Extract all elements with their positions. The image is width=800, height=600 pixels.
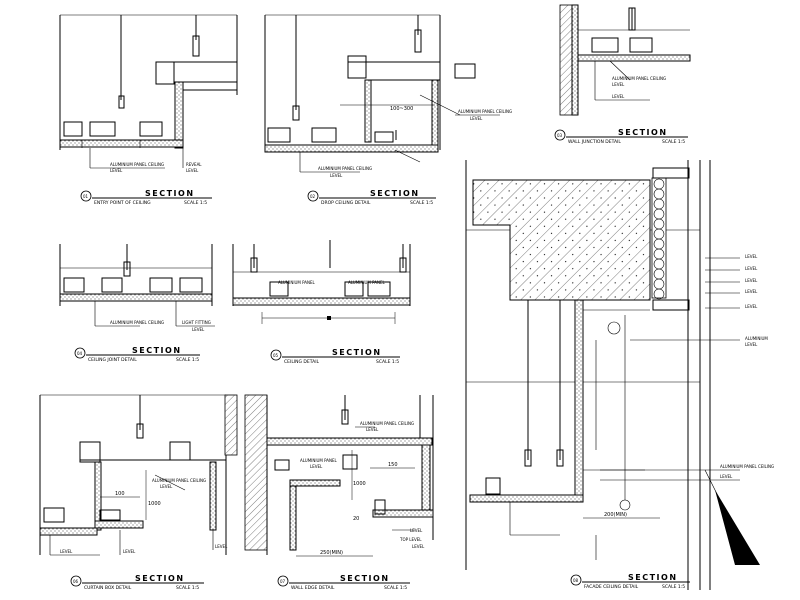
corner-fold-mark	[715, 490, 760, 565]
d5-subtitle: CEILING DETAIL	[284, 359, 320, 365]
d2-dim-0: 100~300	[390, 106, 413, 112]
d7-label-5: TOP LEVEL	[399, 537, 422, 542]
d7-title: SECTION	[340, 574, 390, 583]
detail-8: LEVEL LEVEL LEVEL LEVEL LEVEL ALUMINIUM …	[465, 160, 774, 590]
d4-label-1: LIGHT FITTING	[182, 320, 211, 325]
d8-scale: SCALE 1:5	[662, 584, 685, 590]
detail-3: ALUMINIUM PANEL CEILING LEVEL LEVEL 03 S…	[554, 4, 691, 145]
d2-subtitle: DROP CEILING DETAIL	[321, 200, 371, 206]
d3-label-0: ALUMINIUM PANEL CEILING	[612, 76, 666, 81]
detail-6: 100 1000 ALUMINIUM PANEL CEILING LEVEL L…	[39, 394, 228, 591]
d8-label-0: LEVEL	[745, 254, 758, 259]
d6-label-4: LEVEL	[215, 544, 228, 549]
d3-bubble: 03	[557, 133, 563, 138]
detail-1: ALUMINIUM PANEL CEILING LEVEL REVEAL LEV…	[59, 14, 238, 206]
d1-label-3: LEVEL	[186, 168, 199, 173]
d7-label-1: LEVEL	[366, 427, 379, 432]
d8-label-7: ALUMINIUM PANEL CEILING	[720, 464, 774, 469]
d5-label-1: ALUMINIUM PANEL	[348, 280, 386, 285]
d1-scale: SCALE 1:5	[184, 200, 207, 206]
d1-label-1: LEVEL	[110, 168, 123, 173]
d8-insulation	[653, 178, 665, 300]
d8-label-5: ALUMINIUM	[745, 336, 768, 341]
d2-scale: SCALE 1:5	[410, 200, 433, 206]
d1-label-0: ALUMINIUM PANEL CEILING	[110, 162, 164, 167]
d4-subtitle: CEILING JOINT DETAIL	[88, 357, 137, 363]
d7-bubble: 07	[280, 579, 286, 584]
d6-bubble: 06	[73, 579, 79, 584]
d4-bubble: 04	[77, 351, 83, 356]
d7-label-0: ALUMINIUM PANEL CEILING	[360, 421, 414, 426]
d6-dim-0: 100	[115, 491, 125, 497]
detail-4: ALUMINIUM PANEL CEILING LIGHT FITTING LE…	[59, 244, 215, 363]
d7-dim-0: 150	[388, 462, 398, 468]
d6-subtitle: CURTAIN BOX DETAIL	[84, 585, 132, 591]
d2-bubble: 02	[310, 194, 316, 199]
d6-label-2: LEVEL	[60, 549, 73, 554]
d7-scale: SCALE 1:5	[384, 585, 407, 591]
d7-dim-1: 1000	[353, 481, 366, 487]
d6-title: SECTION	[135, 574, 185, 583]
d6-label-0: ALUMINIUM PANEL CEILING	[152, 478, 206, 483]
d3-subtitle: WALL JUNCTION DETAIL	[568, 139, 621, 145]
d4-title: SECTION	[132, 346, 182, 355]
d7-dim-2: 20	[353, 516, 359, 522]
d4-label-2: LEVEL	[192, 327, 205, 332]
d1-label-2: REVEAL	[186, 162, 202, 167]
d8-label-1: LEVEL	[745, 266, 758, 271]
d7-dim-3: 250(MIN)	[320, 550, 343, 556]
d7-label-4: LEVEL	[410, 528, 423, 533]
d2-title: SECTION	[370, 189, 420, 198]
detail-5: ALUMINIUM PANEL ALUMINIUM PANEL 05 SECTI…	[232, 240, 411, 365]
d7-label-3: LEVEL	[310, 464, 323, 469]
d1-bubble: 01	[83, 194, 89, 199]
d5-bubble: 05	[273, 353, 279, 358]
d3-label-2: LEVEL	[612, 94, 625, 99]
d8-label-4: LEVEL	[745, 304, 758, 309]
d4-label-0: ALUMINIUM PANEL CEILING	[110, 320, 164, 325]
d6-label-1: LEVEL	[160, 484, 173, 489]
d2-label-0: ALUMINIUM PANEL CEILING	[318, 166, 372, 171]
d5-label-0: ALUMINIUM PANEL	[278, 280, 316, 285]
d3-title: SECTION	[618, 128, 668, 137]
d2-label-1: LEVEL	[330, 173, 343, 178]
d8-label-8: LEVEL	[720, 474, 733, 479]
d8-label-6: LEVEL	[745, 342, 758, 347]
d2-label-2: ALUMINIUM PANEL CEILING	[458, 109, 512, 114]
d2-label-3: LEVEL	[470, 116, 483, 121]
d6-dim-1: 1000	[148, 501, 161, 507]
d5-scale: SCALE 1:5	[376, 359, 399, 365]
d8-dim-0: 200(MIN)	[604, 512, 627, 518]
d8-title: SECTION	[628, 573, 678, 582]
d6-scale: SCALE 1:5	[176, 585, 199, 591]
detail-2: 100~300 ALUMINIUM PANEL CEILING LEVEL AL…	[264, 14, 512, 206]
d8-label-2: LEVEL	[745, 278, 758, 283]
d4-scale: SCALE 1:5	[176, 357, 199, 363]
d8-label-3: LEVEL	[745, 289, 758, 294]
d7-label-2: ALUMINIUM PANEL	[300, 458, 338, 463]
d7-label-6: LEVEL	[412, 544, 425, 549]
d7-subtitle: WALL EDGE DETAIL	[291, 585, 335, 591]
d3-scale: SCALE 1:5	[662, 139, 685, 145]
d1-title: SECTION	[145, 189, 195, 198]
d1-subtitle: ENTRY POINT OF CEILING	[94, 200, 151, 206]
d6-label-3: LEVEL	[123, 549, 136, 554]
d5-title: SECTION	[332, 348, 382, 357]
d8-subtitle: FACADE CEILING DETAIL	[584, 584, 639, 590]
detail-7: ALUMINIUM PANEL CEILING LEVEL ALUMINIUM …	[224, 394, 434, 591]
d3-label-1: LEVEL	[612, 82, 625, 87]
d8-bubble: 08	[573, 578, 579, 583]
